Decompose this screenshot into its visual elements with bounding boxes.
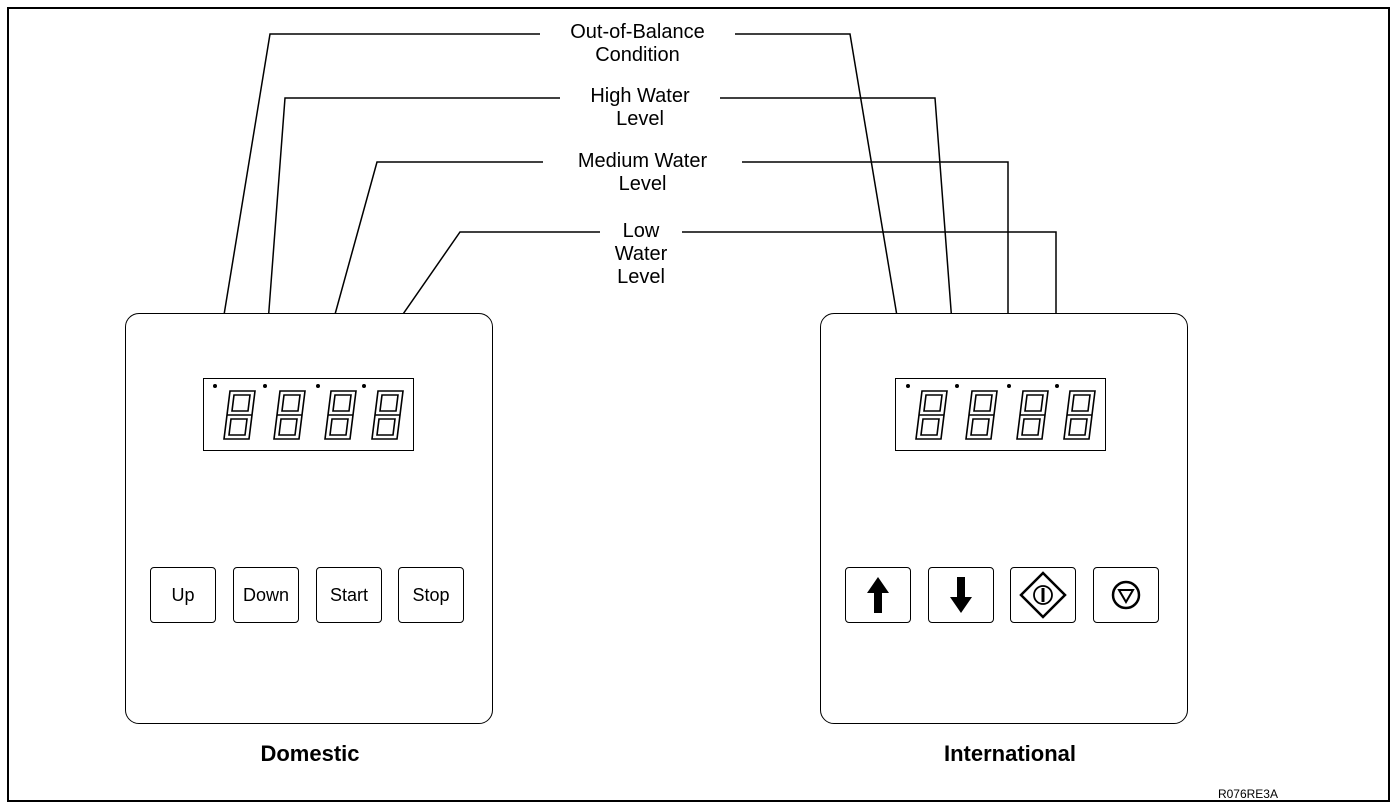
callout-out-of-balance: Out-of-Balance Condition	[540, 21, 735, 67]
leader-medium-water-international	[742, 161, 1012, 377]
domestic-panel	[125, 313, 493, 724]
start-diamond-button[interactable]	[1010, 567, 1076, 623]
leader-medium-water-domestic	[316, 161, 543, 377]
stop-button[interactable]: Stop	[398, 567, 464, 623]
callout-line: Medium Water	[577, 150, 708, 172]
callout-line: Condition	[595, 44, 680, 66]
figure-id: R076RE3A	[1217, 787, 1278, 801]
callout-low-water: Low Water Level	[600, 220, 682, 289]
down-arrow-icon	[950, 577, 972, 613]
callout-line: High Water	[590, 85, 690, 107]
leader-out-of-balance-international	[735, 33, 910, 377]
domestic-display	[203, 378, 414, 451]
callout-high-water: High Water Level	[560, 85, 720, 131]
stop-circle-triangle-icon	[1111, 580, 1141, 610]
down-arrow-button[interactable]	[928, 567, 994, 623]
figure-frame	[7, 7, 1390, 802]
callout-line: Low	[622, 220, 660, 242]
leader-high-water-domestic	[260, 97, 560, 377]
international-display	[895, 378, 1106, 451]
up-button[interactable]: Up	[150, 567, 216, 623]
up-arrow-button[interactable]	[845, 567, 911, 623]
stop-circle-button[interactable]	[1093, 567, 1159, 623]
seven-segment-digits	[906, 384, 1096, 440]
leader-high-water-international	[720, 97, 960, 377]
international-panel	[820, 313, 1188, 724]
seven-segment-digits	[213, 384, 404, 440]
domestic-caption: Domestic	[260, 741, 360, 766]
callout-line: Water	[614, 243, 668, 265]
international-caption: International	[943, 741, 1076, 766]
leader-out-of-balance-domestic	[211, 33, 540, 377]
start-diamond-icon	[1019, 571, 1067, 619]
callout-line: Level	[617, 266, 665, 288]
callout-line: Level	[616, 108, 664, 130]
down-button[interactable]: Down	[233, 567, 299, 623]
callout-line: Out-of-Balance	[570, 21, 705, 43]
callout-line: Level	[618, 173, 667, 195]
start-button[interactable]: Start	[316, 567, 382, 623]
up-arrow-icon	[867, 577, 889, 613]
callout-medium-water: Medium Water Level	[543, 150, 742, 196]
